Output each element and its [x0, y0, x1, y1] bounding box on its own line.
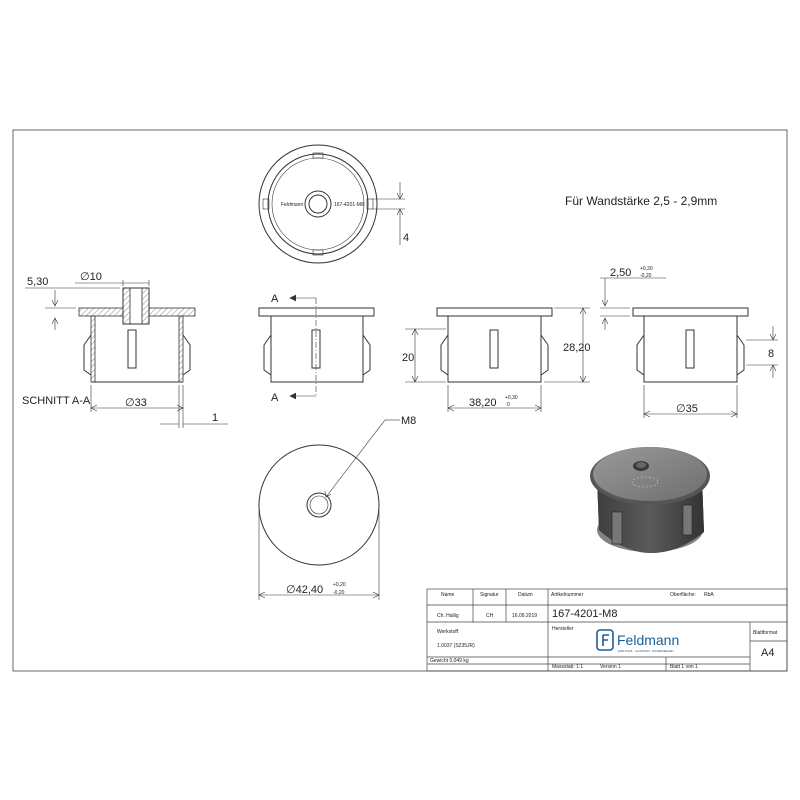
dim-20: 20 — [402, 352, 414, 364]
tb-name: Ch. Hallig — [437, 613, 459, 619]
dim-d42-40-tol-lower: -0,20 — [333, 590, 345, 596]
tb-article-number: 167-4201-M8 — [552, 608, 617, 620]
dim-d33: ∅33 — [125, 397, 147, 409]
tb-scale: Massstab: 1:1 — [552, 664, 583, 670]
top-view-label-left: Feldmann — [281, 202, 303, 208]
dim-2-50-tol-upper: +0,20 — [640, 266, 653, 272]
dim-d42-40: ∅42,40 — [286, 584, 323, 596]
tb-signature: CH — [486, 613, 494, 619]
top-view: Feldmann 167-4201-M8 4 — [258, 144, 409, 264]
dim-m8: M8 — [401, 415, 416, 427]
tb-date: 16.09.2019 — [512, 613, 537, 619]
tb-company: Feldmann — [617, 632, 679, 648]
dim-5-30: 5,30 — [27, 276, 48, 288]
tb-version: Version 1 — [600, 664, 621, 670]
top-view-label-right: 167-4201-M8 — [334, 202, 364, 208]
section-marker-top: A — [271, 293, 279, 305]
dim-38-20-tol-upper: +0,30 — [505, 395, 518, 401]
tb-sheet-format-label: Blattformat — [753, 630, 778, 636]
tb-article-label: Artikelnummer — [551, 592, 584, 598]
feldmann-logo-icon — [596, 629, 614, 651]
dim-28-20: 28,20 — [563, 342, 591, 354]
right-view: 2,50 +0,20 -0,20 8 ∅35 — [600, 266, 778, 418]
tb-col-name: Name — [441, 592, 455, 598]
dim-1: 1 — [212, 412, 218, 424]
dim-d10: ∅10 — [80, 271, 102, 283]
title-block: Name Signatur Datum Ch. Hallig CH 16.09.… — [426, 588, 788, 672]
tb-material-label: Werkstoff: — [437, 629, 459, 635]
tb-sheet: Blatt 1 von 1 — [670, 664, 698, 670]
section-marker-bottom: A — [271, 392, 279, 404]
tb-weight: Gewicht 0,049 kg — [430, 658, 469, 664]
drawing-frame — [12, 129, 788, 672]
tb-surface-value: RbA — [704, 592, 714, 598]
tb-surface-label: Oberfläche: — [670, 592, 696, 598]
dim-4: 4 — [403, 232, 409, 244]
dim-38-20-tol-lower: 0 — [507, 402, 510, 408]
tb-manufacturer-label: Hersteller — [552, 626, 574, 632]
section-label: SCHNITT A-A — [22, 395, 91, 407]
tb-col-signature: Signatur — [480, 592, 499, 598]
isometric-render — [590, 447, 710, 554]
side-view: 20 28,20 38,20 +0,30 0 — [402, 307, 591, 412]
dim-8: 8 — [768, 348, 774, 360]
section-view: 5,30 ∅10 ∅33 1 SCHNITT A-A — [22, 271, 228, 428]
tb-material-value: 1.0037 (S235JR) — [437, 643, 475, 649]
dim-d42-40-tol-upper: +0,20 — [333, 582, 346, 588]
wall-thickness-note: Für Wandstärke 2,5 - 2,9mm — [565, 194, 717, 208]
dim-d35: ∅35 — [676, 403, 698, 415]
tb-company-tagline: EDELSTAHL · ALUMINIUM · SCHMIEDEEISEN — [618, 649, 673, 653]
tb-col-date: Datum — [518, 592, 533, 598]
dim-38-20: 38,20 — [469, 397, 497, 409]
bottom-view: M8 ∅42,40 +0,20 -0,20 — [258, 415, 416, 600]
dim-2-50: 2,50 — [610, 267, 631, 279]
tb-sheet-format: A4 — [761, 647, 774, 659]
front-view: A A — [258, 293, 375, 404]
dim-2-50-tol-lower: -0,20 — [640, 273, 652, 279]
